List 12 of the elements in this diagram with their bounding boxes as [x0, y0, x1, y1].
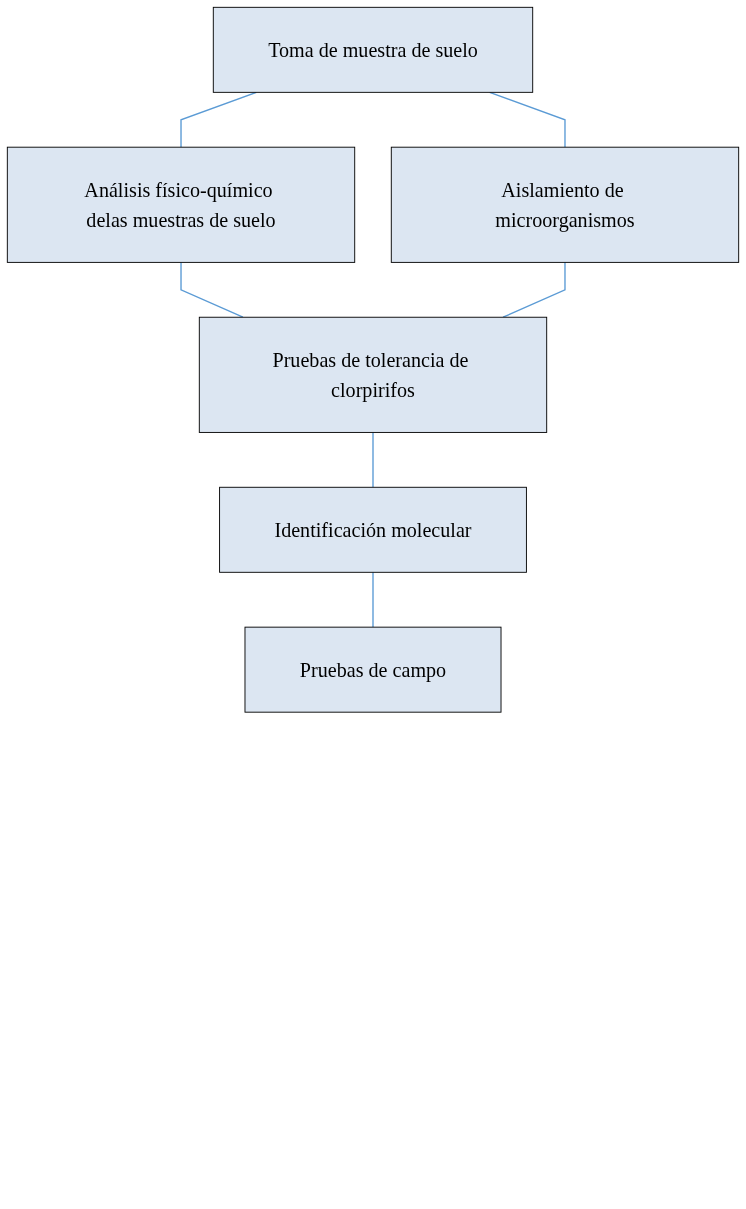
connector [502, 261, 566, 318]
connector [489, 91, 566, 148]
node-box: Análisis físico-químico delas muestras de suelo [6, 146, 356, 263]
connector [372, 431, 374, 488]
node-box: Pruebas de tolerancia de clorpirifos [198, 316, 548, 433]
node-box: Identificación molecular [219, 486, 527, 573]
node-box: Toma de muestra de suelo [212, 6, 534, 93]
connector [372, 571, 374, 628]
node-box: Aislamiento de microorganismos [390, 146, 740, 263]
connector [180, 91, 257, 148]
node-box: Pruebas de campo [244, 626, 502, 713]
connector [180, 261, 244, 318]
